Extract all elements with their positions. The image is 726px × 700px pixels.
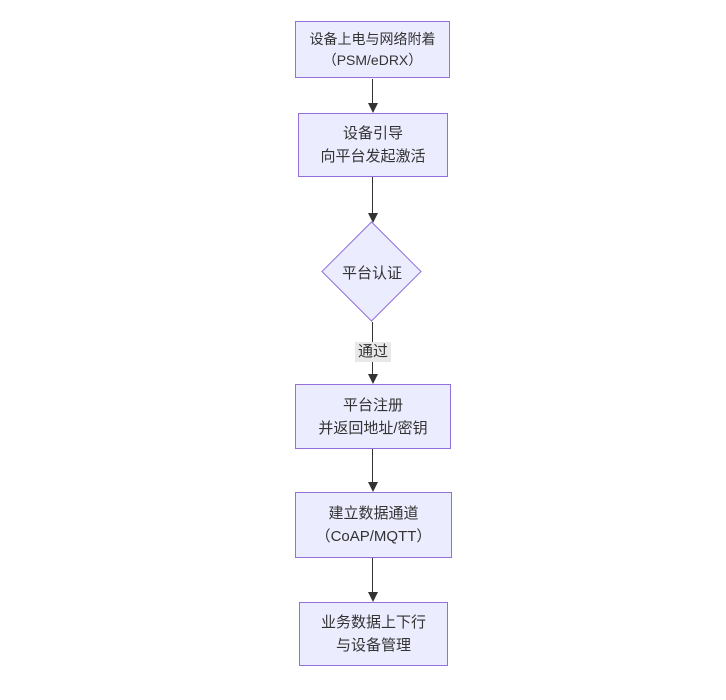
edge-n1-n2	[372, 79, 373, 104]
node-text: 设备引导	[342, 125, 403, 142]
arrowhead	[368, 374, 378, 384]
node-text: 设备上电与网络附着	[309, 30, 436, 47]
arrowhead	[368, 213, 378, 223]
arrowhead	[368, 482, 378, 492]
node-text: （CoAP/MQTT）	[315, 528, 432, 545]
edge-n2-n3	[372, 177, 373, 213]
node-bootstrap-activate: 设备引导 向平台发起激活	[298, 113, 448, 177]
edge-n5-n6	[372, 558, 373, 592]
node-text: 与设备管理	[335, 637, 411, 654]
node-data-channel: 建立数据通道 （CoAP/MQTT）	[295, 492, 452, 558]
arrowhead	[368, 103, 378, 113]
node-business-data: 业务数据上下行 与设备管理	[299, 602, 448, 666]
node-text: 并返回地址/密钥	[318, 419, 428, 437]
edge-n4-n5	[372, 449, 373, 482]
node-text: 业务数据上下行	[320, 614, 426, 631]
node-text: 平台认证	[341, 264, 402, 282]
node-text: 平台注册	[342, 396, 403, 414]
edge-label-pass: 通过	[354, 342, 392, 362]
node-power-attach: 设备上电与网络附着 （PSM/eDRX）	[295, 21, 450, 78]
node-platform-auth: 平台认证	[321, 221, 422, 322]
arrowhead	[368, 592, 378, 602]
node-platform-register: 平台注册 并返回地址/密钥	[295, 384, 451, 449]
node-text: 向平台发起激活	[320, 148, 426, 165]
node-text: （PSM/eDRX）	[322, 51, 423, 68]
node-text: 建立数据通道	[328, 505, 419, 522]
